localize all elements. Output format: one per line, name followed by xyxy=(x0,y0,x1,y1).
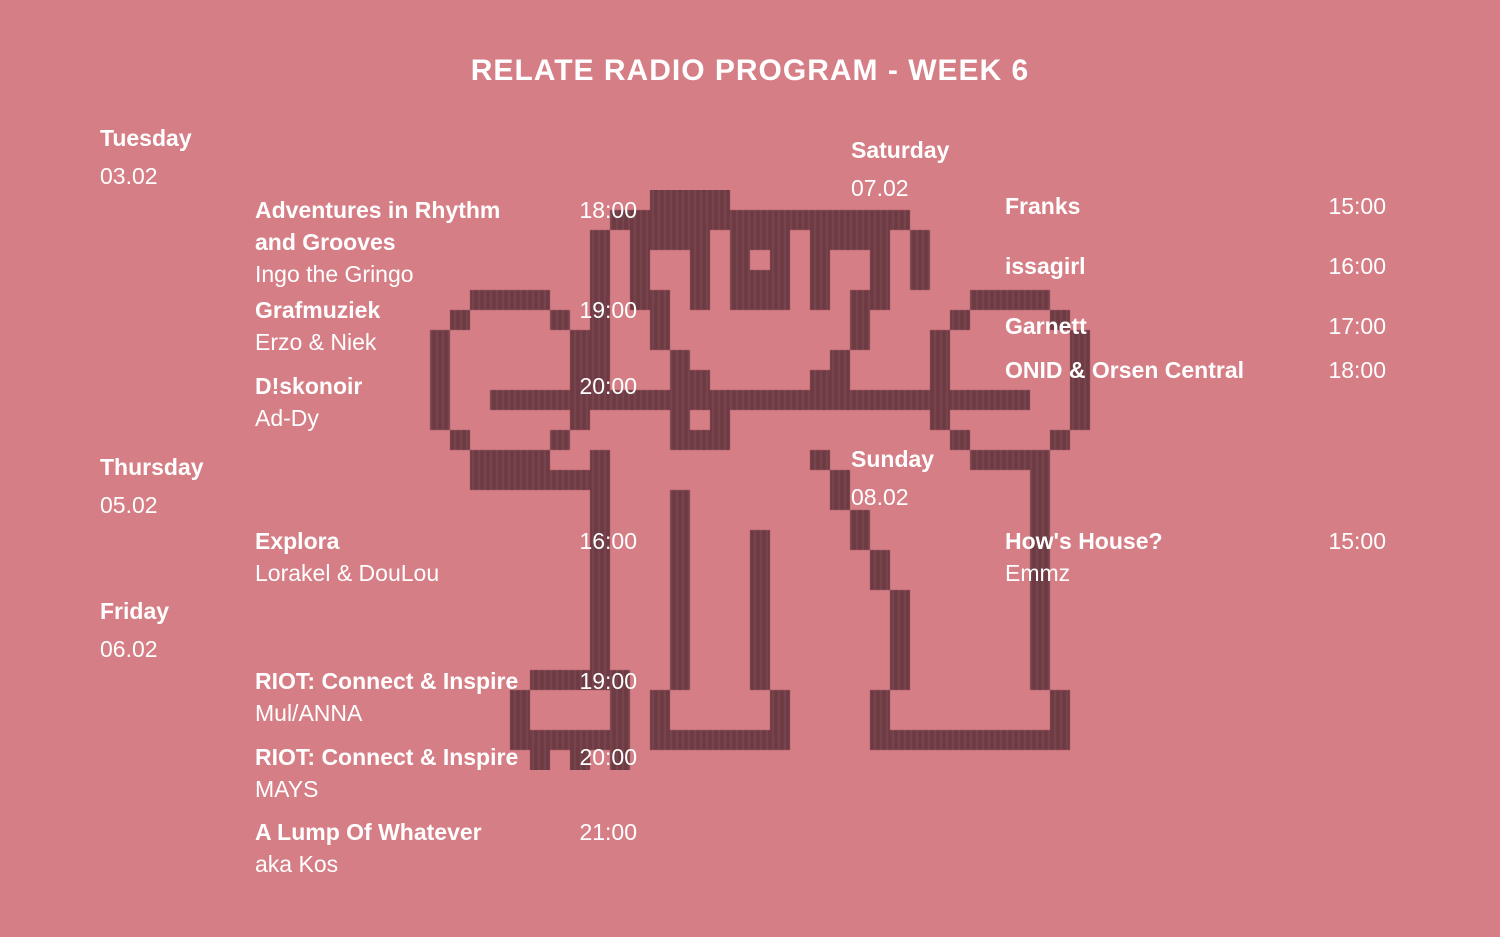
show-time: 19:00 xyxy=(579,297,637,323)
day-date: 05.02 xyxy=(100,492,158,518)
show-time: 20:00 xyxy=(579,373,637,399)
show-artist: aka Kos xyxy=(255,851,339,877)
show-row: Grafmuziek Erzo & Niek 19:00 xyxy=(255,294,637,358)
show-name: How's House? xyxy=(1005,528,1163,554)
show-name: issagirl xyxy=(1005,253,1086,279)
day-date: 07.02 xyxy=(851,175,909,201)
show-name: Adventures in Rhythm and Grooves xyxy=(255,197,501,255)
show-name: Grafmuziek xyxy=(255,297,381,323)
show-row: Adventures in Rhythm and Grooves Ingo th… xyxy=(255,194,637,290)
day-header-tuesday: Tuesday 03.02 xyxy=(100,119,192,195)
show-time: 17:00 xyxy=(1328,313,1386,339)
show-row: Garnett 17:00 xyxy=(1005,310,1386,342)
show-time: 20:00 xyxy=(579,744,637,770)
show-time: 15:00 xyxy=(1328,193,1386,219)
show-artist: Emmz xyxy=(1005,560,1071,586)
show-row: RIOT: Connect & Inspire MAYS 20:00 xyxy=(255,741,637,805)
day-label: Sunday xyxy=(851,446,935,472)
show-name: A Lump Of Whatever xyxy=(255,819,482,845)
show-name: Garnett xyxy=(1005,313,1087,339)
day-label: Friday xyxy=(100,598,170,624)
show-row: ONID & Orsen Central 18:00 xyxy=(1005,354,1386,386)
show-time: 18:00 xyxy=(579,197,637,223)
day-date: 08.02 xyxy=(851,484,909,510)
show-time: 18:00 xyxy=(1328,357,1386,383)
day-header-friday: Friday 06.02 xyxy=(100,592,169,668)
day-header-sunday: Sunday 08.02 xyxy=(851,440,934,516)
show-row: Franks 15:00 xyxy=(1005,190,1386,222)
day-header-saturday: Saturday 07.02 xyxy=(851,131,949,207)
show-row: D!skonoir Ad-Dy 20:00 xyxy=(255,370,637,434)
show-name: Explora xyxy=(255,528,340,554)
show-artist: MAYS xyxy=(255,776,319,802)
show-artist: Ingo the Gringo xyxy=(255,261,414,287)
show-name: RIOT: Connect & Inspire xyxy=(255,668,519,694)
show-row: issagirl 16:00 xyxy=(1005,250,1386,282)
show-row: A Lump Of Whatever aka Kos 21:00 xyxy=(255,816,637,880)
day-label: Thursday xyxy=(100,454,204,480)
day-label: Tuesday xyxy=(100,125,192,151)
show-artist: Lorakel & DouLou xyxy=(255,560,440,586)
show-artist: Mul/ANNA xyxy=(255,700,363,726)
show-name: D!skonoir xyxy=(255,373,363,399)
show-name: RIOT: Connect & Inspire xyxy=(255,744,519,770)
page-title: RELATE RADIO PROGRAM - WEEK 6 xyxy=(470,54,1030,87)
show-time: 15:00 xyxy=(1328,528,1386,554)
show-name: ONID & Orsen Central xyxy=(1005,357,1244,383)
day-header-thursday: Thursday 05.02 xyxy=(100,448,204,524)
show-time: 21:00 xyxy=(579,819,637,845)
show-artist: Ad-Dy xyxy=(255,405,319,431)
gorilla-pixel-art xyxy=(410,190,1110,770)
show-row: How's House? Emmz 15:00 xyxy=(1005,525,1386,589)
show-name: Franks xyxy=(1005,193,1081,219)
show-row: Explora Lorakel & DouLou 16:00 xyxy=(255,525,637,589)
show-artist: Erzo & Niek xyxy=(255,329,377,355)
day-label: Saturday xyxy=(851,137,950,163)
show-time: 19:00 xyxy=(579,668,637,694)
show-row: RIOT: Connect & Inspire Mul/ANNA 19:00 xyxy=(255,665,637,729)
show-time: 16:00 xyxy=(579,528,637,554)
day-date: 03.02 xyxy=(100,163,158,189)
show-time: 16:00 xyxy=(1328,253,1386,279)
day-date: 06.02 xyxy=(100,636,158,662)
